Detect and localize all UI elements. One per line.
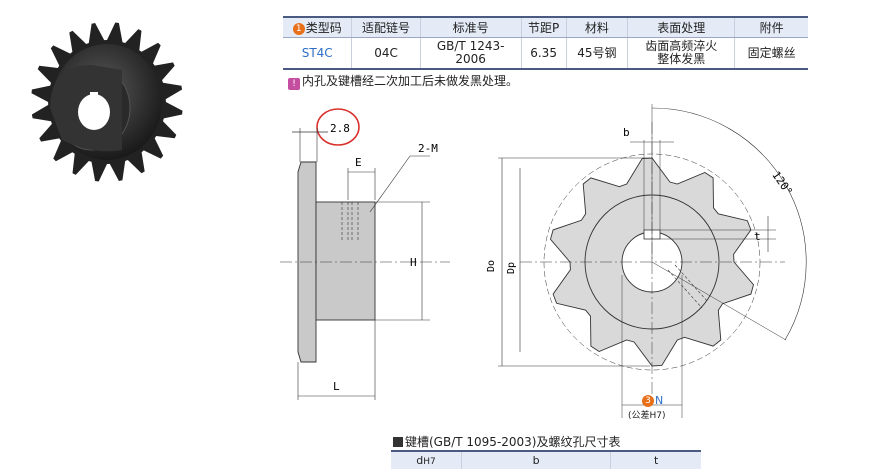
- bore-hole: [78, 94, 110, 130]
- tolerance-label: (公差H7): [628, 411, 666, 421]
- product-photo: [31, 22, 183, 182]
- cell-pitch: 6.35: [520, 37, 567, 70]
- cell-accessory: 固定螺丝: [734, 37, 808, 70]
- key-table-header-row: dH7 b t: [391, 450, 701, 469]
- front-view-drawing: Do Dp b t 120°: [486, 104, 807, 418]
- label-Do: Do: [486, 260, 497, 272]
- key-table-title: 键槽(GB/T 1095-2003)及螺纹孔尺寸表: [393, 433, 621, 450]
- square-icon: [393, 437, 403, 447]
- cell-surface: 齿面高频淬火整体发黑: [627, 37, 735, 70]
- label-E: E: [355, 156, 362, 169]
- label-angle: 120°: [769, 169, 795, 198]
- label-L: L: [333, 380, 340, 393]
- table-row: ST4C 04C GB/T 1243-2006 6.35 45号钢 齿面高频淬火…: [283, 37, 808, 70]
- header-surface: 表面处理: [627, 16, 735, 38]
- cell-standard: GB/T 1243-2006: [419, 37, 522, 70]
- label-M: 2-M: [418, 142, 438, 155]
- key-header-t: t: [610, 450, 701, 469]
- label-H: H: [410, 256, 417, 269]
- header-chain-no: 适配链号: [351, 16, 421, 38]
- note: !内孔及键槽经二次加工后未做发黑处理。: [288, 72, 518, 90]
- key-header-d: dH7: [391, 450, 462, 469]
- number-badge: 1: [292, 23, 305, 35]
- note-text: 内孔及键槽经二次加工后未做发黑处理。: [302, 74, 519, 88]
- header-accessory: 附件: [734, 16, 808, 38]
- label-Dp: Dp: [506, 262, 517, 274]
- warning-icon: !: [288, 78, 300, 90]
- side-view-drawing: 2.8 E 2-M H L: [280, 108, 450, 400]
- key-header-b: b: [460, 450, 611, 469]
- key-table: dH7 b t: [391, 450, 701, 469]
- cell-type-code[interactable]: ST4C: [283, 37, 352, 70]
- header-pitch: 节距P: [520, 16, 567, 38]
- hub: [315, 201, 376, 321]
- highlight-circle: [316, 108, 360, 146]
- number-badge: 3: [642, 395, 654, 407]
- cell-chain-no: 04C: [351, 37, 421, 70]
- thickness-label: 2.8: [330, 122, 350, 135]
- header-material: 材料: [565, 16, 628, 38]
- label-b: b: [623, 126, 630, 139]
- header-standard: 标准号: [419, 16, 522, 38]
- label-t: t: [754, 230, 761, 243]
- cell-material: 45号钢: [565, 37, 628, 70]
